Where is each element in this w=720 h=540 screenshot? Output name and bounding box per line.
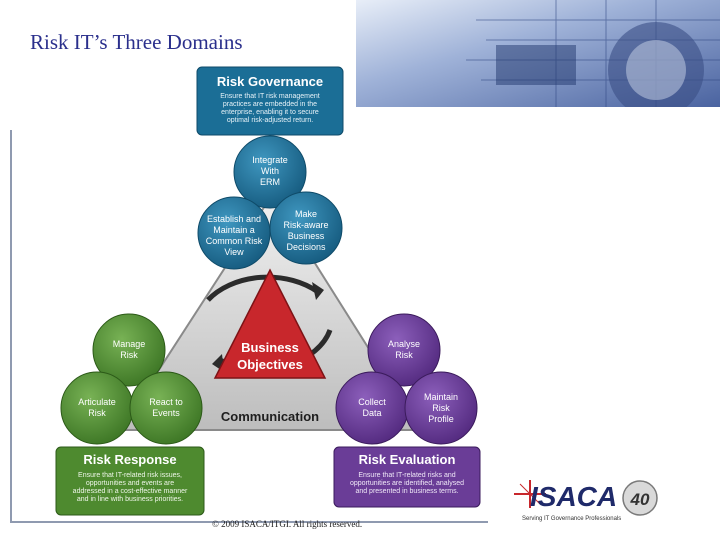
- risk-response-title: Risk Response: [83, 452, 176, 467]
- governance-desc-line: enterprise, enabling it to secure: [221, 109, 319, 116]
- circle-label: Establish and: [207, 214, 261, 224]
- isaca-tagline: Serving IT Governance Professionals: [522, 516, 621, 522]
- circle-label: With: [261, 166, 279, 176]
- circle-label: Integrate: [252, 155, 288, 165]
- response-desc-line: opportunities and events are: [86, 480, 174, 487]
- evaluation-desc-line: opportunities are identified, analysed: [350, 480, 464, 487]
- circle-label: Collect: [358, 397, 386, 407]
- circle-label: View: [224, 247, 244, 257]
- evaluation-desc-line: and presented in business terms.: [355, 488, 458, 495]
- center-label-line2: Objectives: [237, 357, 303, 372]
- governance-desc-line: optimal risk-adjusted return.: [227, 117, 313, 124]
- circle-label: ERM: [260, 177, 280, 187]
- circle-label: Profile: [428, 414, 454, 424]
- circle-label: Risk: [88, 408, 106, 418]
- isaca-logo: ISACA Serving IT Governance Professional…: [512, 476, 662, 526]
- circle-label: Risk: [432, 403, 450, 413]
- response-desc-line: and in line with business priorities.: [77, 496, 183, 503]
- governance-desc-line: Ensure that IT risk management: [220, 93, 320, 100]
- circle-label: Maintain: [424, 392, 458, 402]
- evaluation-desc-line: Ensure that IT-related risks and: [358, 472, 455, 479]
- circle-label: Risk: [395, 350, 413, 360]
- circle-label: Events: [152, 408, 180, 418]
- circle-label: Decisions: [286, 242, 326, 252]
- circle-label: Make: [295, 209, 317, 219]
- center-label-line1: Business: [241, 340, 299, 355]
- circle-label: Analyse: [388, 339, 420, 349]
- circle-label: Risk: [120, 350, 138, 360]
- response-desc-line: addressed in a cost-effective manner: [73, 488, 188, 495]
- circle-label: Risk-aware: [283, 220, 328, 230]
- anniversary-badge-number: 40: [630, 490, 650, 509]
- risk-governance-title: Risk Governance: [217, 74, 323, 89]
- circle-label: Manage: [113, 339, 146, 349]
- circle-label: Common Risk: [206, 236, 263, 246]
- communication-label: Communication: [221, 409, 319, 424]
- circle-label: Business: [288, 231, 325, 241]
- governance-desc-line: practices are embedded in the: [223, 101, 317, 108]
- circle-label: Data: [362, 408, 381, 418]
- isaca-wordmark: ISACA: [530, 481, 617, 512]
- circle-label: Maintain a: [213, 225, 255, 235]
- response-desc-line: Ensure that IT-related risk issues,: [78, 472, 182, 479]
- circle-label: Articulate: [78, 397, 116, 407]
- risk-evaluation-title: Risk Evaluation: [359, 452, 456, 467]
- copyright-notice: © 2009 ISACA/ITGI. All rights reserved.: [212, 519, 362, 529]
- circle-label: React to: [149, 397, 183, 407]
